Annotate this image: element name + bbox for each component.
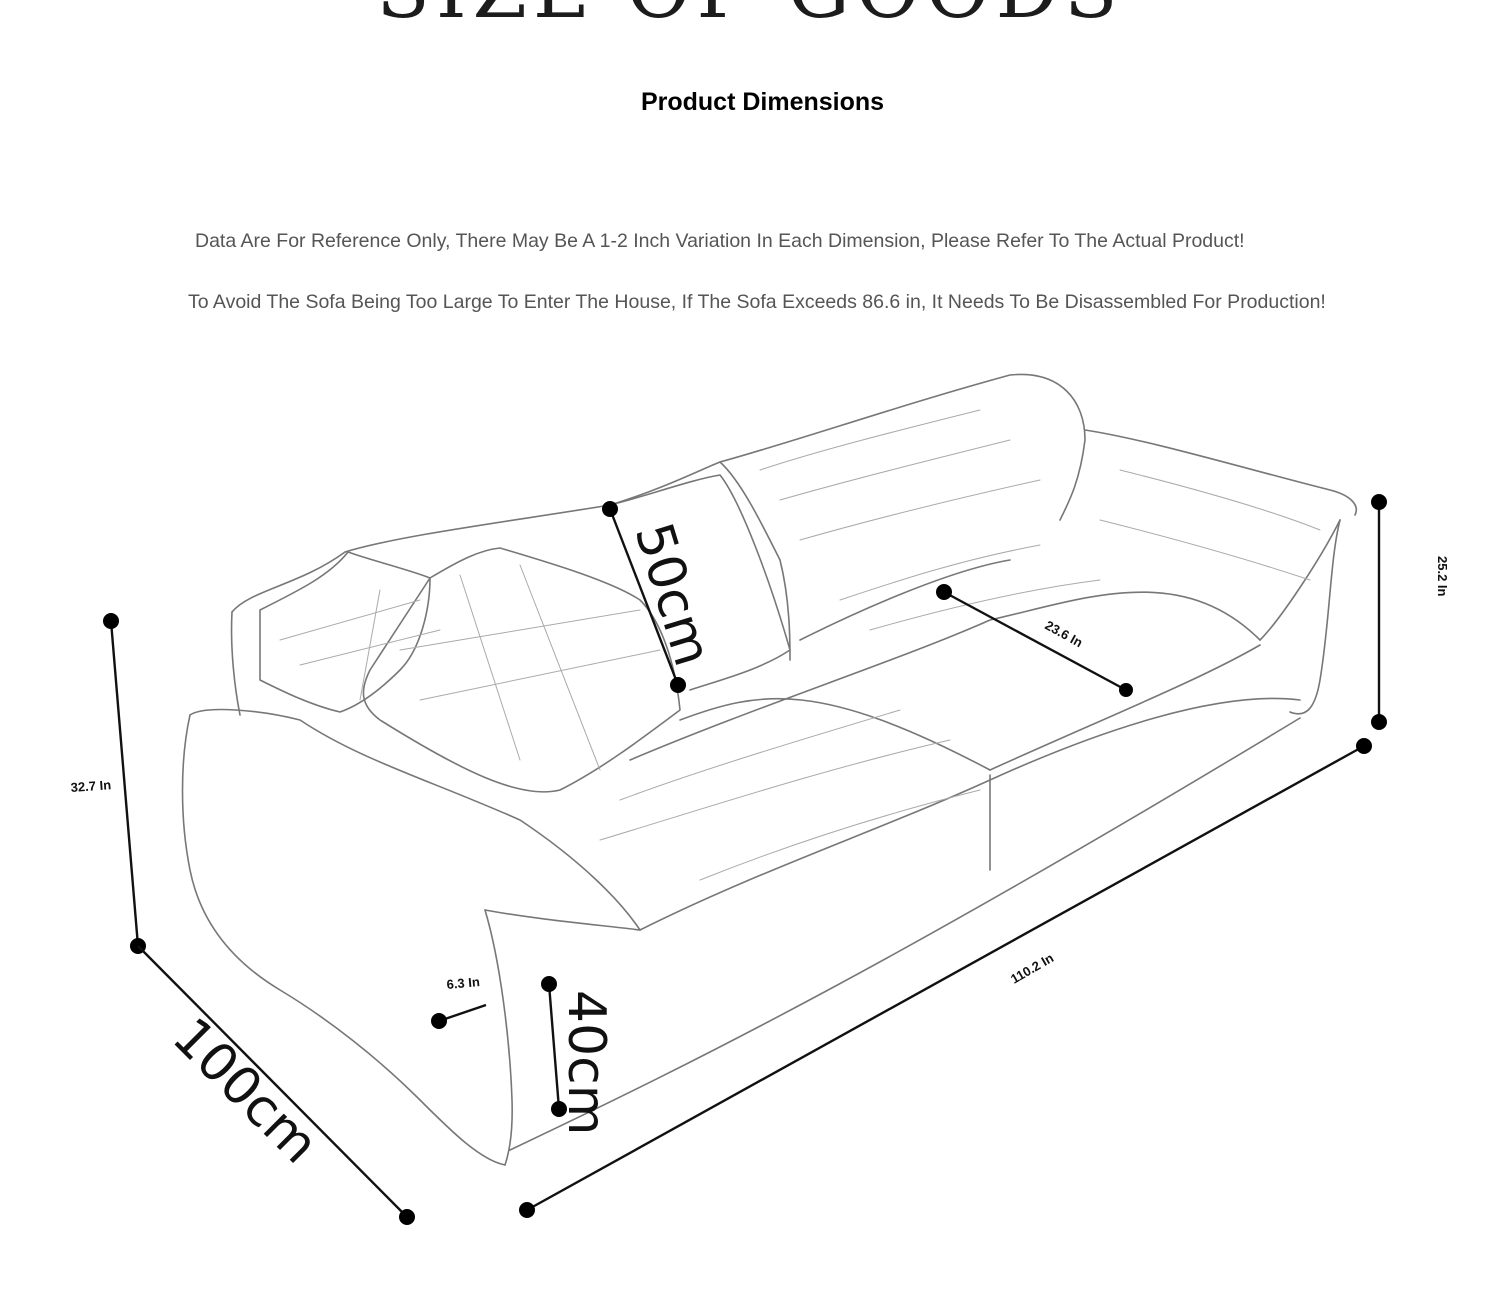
sofa-illustration <box>181 373 1357 1166</box>
back-cushion-dimension-line <box>608 508 680 686</box>
dimension-point <box>1119 683 1133 697</box>
dimension-point <box>519 1202 535 1218</box>
dimension-point <box>431 1013 447 1029</box>
dimension-point <box>399 1209 415 1225</box>
dimension-point <box>936 584 952 600</box>
size-of-goods-banner: SIZE OF GOODS <box>0 0 1500 30</box>
dimension-lines <box>103 494 1387 1225</box>
dimension-point <box>670 677 686 693</box>
arm-height-label: 25.2 In <box>1435 556 1450 597</box>
overall-length-label: 110.2 In <box>1008 950 1056 987</box>
arm-width-dimension-line <box>438 1003 487 1023</box>
dimension-point <box>1371 714 1387 730</box>
back-cushion-label: 50cm <box>623 516 723 673</box>
overall-length-dimension-line <box>526 744 1365 1212</box>
reference-note: Data Are For Reference Only, There May B… <box>195 230 1245 252</box>
page-title: Product Dimensions <box>640 88 885 116</box>
overall-height-label: 32.7 In <box>70 777 111 795</box>
seat-depth-label: 23.6 In <box>1043 618 1086 651</box>
dimension-point <box>541 976 557 992</box>
seat-depth-dimension-line <box>943 590 1127 692</box>
disassembly-note: To Avoid The Sofa Being Too Large To Ent… <box>188 291 1326 313</box>
dimension-labels: 50cm 23.6 In 25.2 In 32.7 In 100cm 6.3 I… <box>70 516 1450 1175</box>
dimension-point <box>1356 738 1372 754</box>
dimension-point <box>602 501 618 517</box>
seat-height-dimension-line <box>547 983 561 1110</box>
seat-height-label: 40cm <box>556 990 616 1135</box>
overall-height-dimension-line <box>109 620 140 947</box>
arm-width-label: 6.3 In <box>446 974 480 992</box>
dimension-point <box>103 613 119 629</box>
dimension-point <box>551 1101 567 1117</box>
overall-depth-dimension-line <box>137 945 408 1218</box>
overall-depth-label: 100cm <box>161 1007 330 1176</box>
dimension-point <box>1371 494 1387 510</box>
